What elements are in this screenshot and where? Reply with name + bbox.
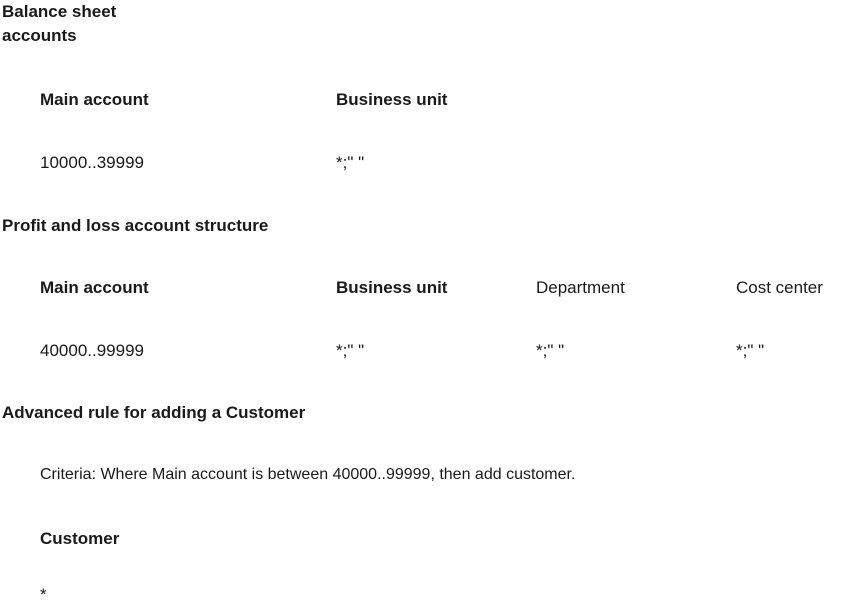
balance-sheet-title: Balance sheet accounts bbox=[2, 2, 117, 45]
profit-loss-title: Profit and loss account structure bbox=[2, 216, 269, 235]
balance-sheet-header-main-account: Main account bbox=[40, 90, 149, 109]
advanced-rule-customer-header: Customer bbox=[40, 529, 120, 548]
profit-loss-header-main-account: Main account bbox=[40, 278, 149, 297]
profit-loss-main-account-value: 40000..99999 bbox=[40, 341, 144, 360]
advanced-rule-criteria: Criteria: Where Main account is between … bbox=[40, 466, 576, 483]
balance-sheet-main-account-value: 10000..39999 bbox=[40, 153, 144, 172]
profit-loss-business-unit-value: *;" " bbox=[336, 341, 365, 360]
advanced-rule-customer-value: * bbox=[40, 585, 47, 604]
balance-sheet-business-unit-value: *;" " bbox=[336, 153, 365, 172]
profit-loss-header-business-unit: Business unit bbox=[336, 278, 448, 297]
profit-loss-cost-center-value: *;" " bbox=[736, 341, 765, 360]
profit-loss-header-department: Department bbox=[536, 278, 625, 297]
advanced-rule-title: Advanced rule for adding a Customer bbox=[2, 403, 306, 422]
profit-loss-header-cost-center: Cost center bbox=[736, 278, 823, 297]
balance-sheet-header-business-unit: Business unit bbox=[336, 90, 448, 109]
profit-loss-department-value: *;" " bbox=[536, 341, 565, 360]
